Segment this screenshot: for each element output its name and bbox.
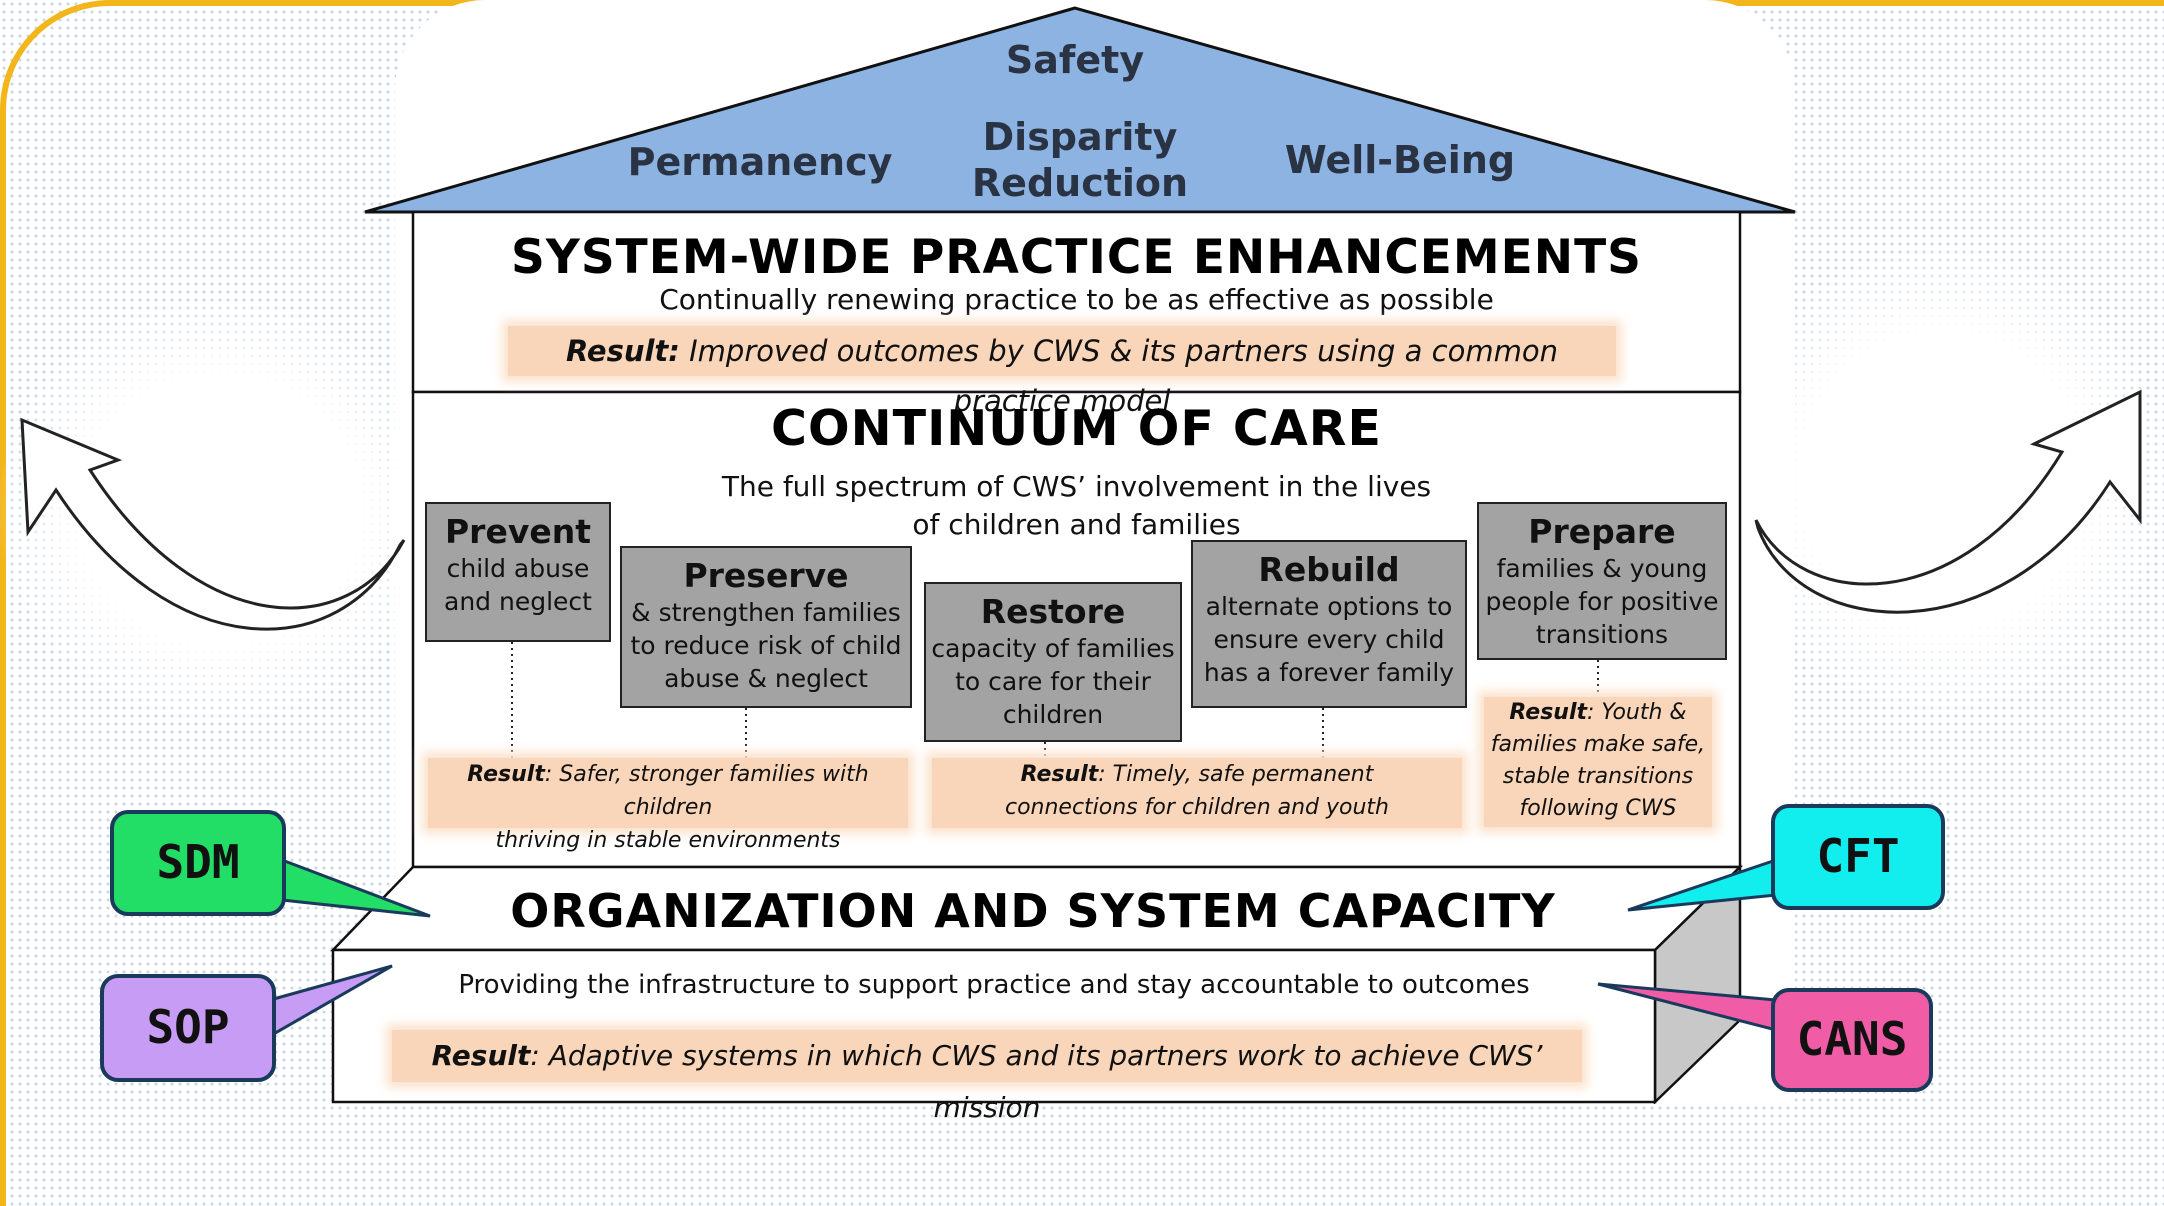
continuum-subtitle: The full spectrum of CWS’ involvement in…: [413, 468, 1740, 544]
stage-preserve: Preserve & strengthen families to reduce…: [620, 546, 912, 708]
continuum-subtitle-line2: of children and families: [912, 508, 1241, 541]
stage-rebuild-line: alternate options to: [1205, 592, 1453, 621]
enhancements-title: SYSTEM-WIDE PRACTICE ENHANCEMENTS: [510, 230, 1643, 285]
result-line: : Timely, safe permanent: [1098, 762, 1374, 787]
sdm-label: SDM: [156, 835, 240, 889]
stage-restore-line: to care for their: [955, 667, 1151, 696]
continuum-subtitle-line1: The full spectrum of CWS’ involvement in…: [721, 470, 1432, 503]
left-curved-arrow: [20, 417, 406, 631]
stage-rebuild-title: Rebuild: [1258, 550, 1400, 589]
cans-callout: [1771, 988, 1933, 1092]
result-line: families make safe,: [1490, 732, 1706, 757]
result-label: Result: [1509, 700, 1588, 725]
result-line: : Safer, stronger families with children: [544, 762, 869, 820]
roof-well-being: Well-Being: [1284, 138, 1516, 182]
result-line: stable transitions: [1502, 764, 1694, 789]
cft-callout: [1771, 804, 1945, 910]
stage-preserve-line: to reduce risk of child: [630, 631, 902, 660]
stage-rebuild-line: ensure every child: [1213, 625, 1445, 654]
stage-prepare-line: transitions: [1535, 620, 1669, 649]
result-label: Result: [467, 762, 545, 787]
roof-permanency: Permanency: [627, 140, 893, 184]
roof-disparity: Disparity: [982, 115, 1178, 159]
enhancements-subtitle: Continually renewing practice to be as e…: [659, 283, 1494, 316]
stage-restore-title: Restore: [980, 592, 1126, 631]
organization-result: Result: Adaptive systems in which CWS an…: [392, 1030, 1582, 1124]
sop-label: SOP: [146, 1000, 230, 1054]
roof-reduction: Reduction: [971, 161, 1189, 205]
continuum-result-2: Result: Timely, safe permanent connectio…: [932, 758, 1462, 828]
stage-restore: Restore capacity of families to care for…: [924, 582, 1182, 742]
sdm-callout: [110, 810, 286, 916]
result-line: connections for children and youth: [1004, 795, 1390, 820]
stage-prepare-line: people for positive: [1485, 587, 1719, 616]
stage-restore-line: capacity of families: [931, 634, 1175, 663]
organization-result-label: Result: [431, 1039, 531, 1072]
result-label: Result: [1020, 762, 1099, 787]
result-line: following CWS: [1519, 796, 1677, 821]
stage-preserve-line: & strengthen families: [631, 598, 901, 627]
stage-prepare: Prepare families & young people for posi…: [1477, 502, 1727, 660]
stage-rebuild: Rebuild alternate options to ensure ever…: [1191, 540, 1467, 708]
stage-rebuild-line: has a forever family: [1203, 658, 1455, 687]
continuum-title: CONTINUUM OF CARE: [771, 400, 1382, 457]
enhancements-result-label: Result:: [566, 334, 680, 368]
stage-prevent-title: Prevent: [444, 512, 591, 551]
stage-prevent-line: and neglect: [444, 587, 592, 616]
continuum-result-1: Result: Safer, stronger families with ch…: [428, 758, 908, 853]
sop-callout: [100, 974, 276, 1082]
cans-label: CANS: [1796, 1012, 1908, 1066]
roof-safety: Safety: [1005, 38, 1145, 82]
enhancements-result: Result: Improved outcomes by CWS & its p…: [508, 326, 1616, 418]
stage-restore-line: children: [1002, 700, 1104, 729]
right-curved-arrow: [1754, 389, 2142, 614]
stage-prepare-title: Prepare: [1528, 512, 1676, 551]
continuum-result-3: Result: Youth & families make safe, stab…: [1484, 697, 1712, 827]
stage-prepare-line: families & young: [1496, 554, 1708, 583]
stage-prevent: Prevent child abuse and neglect: [425, 502, 611, 642]
enhancements-result-text: Improved outcomes by CWS & its partners …: [679, 334, 1558, 418]
stage-preserve-line: abuse & neglect: [664, 664, 868, 693]
result-line: thriving in stable environments: [495, 828, 841, 853]
stage-prevent-line: child abuse: [446, 554, 590, 583]
stage-preserve-title: Preserve: [683, 556, 849, 595]
cft-label: CFT: [1816, 829, 1900, 883]
organization-subtitle: Providing the infrastructure to support …: [458, 970, 1530, 1000]
roof-disparity-reduction: Disparity Reduction: [960, 114, 1200, 206]
stage-connectors: [511, 642, 1599, 758]
result-line: : Youth &: [1587, 700, 1687, 725]
organization-title: ORGANIZATION AND SYSTEM CAPACITY: [510, 884, 1556, 938]
